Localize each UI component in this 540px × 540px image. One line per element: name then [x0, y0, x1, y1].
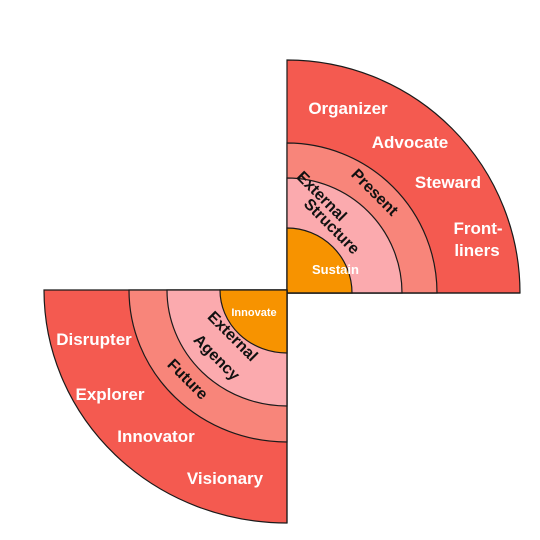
disrupter-label: Disrupter — [56, 330, 132, 349]
innovate-label: Innovate — [231, 307, 276, 319]
bottom-left-core — [219, 289, 288, 354]
steward-label: Steward — [415, 173, 481, 192]
advocate-label: Advocate — [372, 133, 449, 152]
innovator-label: Innovator — [117, 427, 195, 446]
explorer-label: Explorer — [76, 385, 145, 404]
top-right-core — [286, 227, 353, 294]
top-right-quadrant: Sustain External Structure Present Organ… — [286, 59, 521, 294]
frontliners-label-line2: liners — [454, 241, 499, 260]
bottom-left-quadrant: Innovate External Agency Future Disrupte… — [43, 289, 288, 524]
frontliners-label-line1: Front- — [453, 219, 502, 238]
organizer-label: Organizer — [308, 99, 388, 118]
sustain-label: Sustain — [312, 262, 359, 277]
visionary-label: Visionary — [187, 469, 264, 488]
